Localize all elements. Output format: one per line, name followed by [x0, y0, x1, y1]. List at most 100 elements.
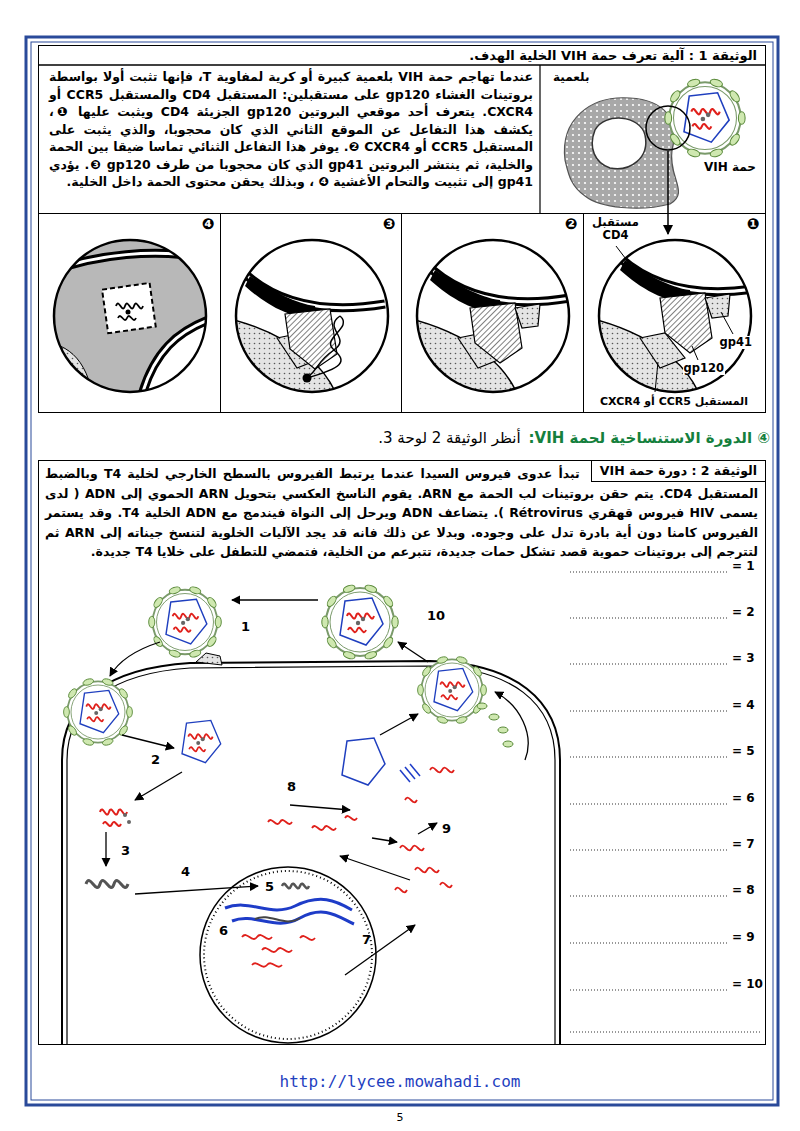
virus-drawing	[342, 738, 385, 785]
leader-line	[721, 312, 733, 334]
budding-envelope	[477, 703, 513, 747]
virus-drawing	[665, 78, 745, 158]
step-number: 6	[219, 923, 228, 938]
cycle-arrow	[345, 925, 415, 975]
answer-line	[570, 756, 728, 757]
virus-drawing	[418, 656, 487, 725]
virus-drawing	[182, 720, 221, 762]
answer-label: = 6	[732, 791, 755, 805]
zoom-panel-3	[227, 240, 388, 408]
answer-line	[570, 849, 728, 850]
zoom-panel-2	[425, 263, 570, 363]
zoom-panel-3	[240, 269, 385, 369]
zoom-arrow	[667, 151, 669, 234]
virus-drawing	[322, 584, 398, 660]
answer-line	[570, 942, 728, 943]
cycle-arrow	[135, 772, 182, 800]
dna-strands	[282, 884, 309, 889]
document-paragraph: عندما تهاجم حمة VIH بلعمية كبيرة أو كرية…	[49, 68, 533, 191]
answer-line	[570, 617, 728, 618]
panel-number: ❸	[383, 216, 396, 233]
zoom-circle	[646, 106, 690, 150]
cycle-arrow	[290, 805, 350, 810]
doc1-rules	[38, 64, 766, 66]
budding-envelope	[489, 714, 499, 720]
answer-line	[570, 803, 728, 804]
zoom-panel-4	[138, 316, 220, 411]
answer-label: = 2	[732, 605, 755, 619]
dna-strands	[232, 912, 354, 924]
t4-cell-membrane	[62, 661, 560, 1044]
cycle-arrow	[418, 823, 437, 834]
dna-strands	[255, 917, 300, 921]
page-border	[26, 37, 778, 1105]
section-note: أنظر الوثيقة 2 لوحة 3.	[378, 429, 520, 447]
part-label: gp41	[719, 336, 753, 349]
answer-label: = 10	[732, 977, 763, 991]
rna-strands	[395, 768, 454, 893]
cycle-arrow	[398, 642, 428, 662]
zoom-panel: ❶مستقبل CD4gp41gp120المستقبل CCR5 أو CXC…	[583, 213, 766, 413]
budding-envelope	[477, 703, 487, 709]
answer-label: = 4	[732, 698, 755, 712]
zoom-panel-4	[40, 226, 220, 411]
panel-number: ❹	[202, 216, 215, 233]
part-label: بلعمية	[553, 70, 589, 84]
part-label: مستقبل CD4	[587, 216, 645, 242]
answer-label: = 7	[732, 837, 755, 851]
document-frame: الوثيقة 1 : آلية تعرف حمة VIH الخلية اله…	[38, 45, 766, 413]
rna-strands	[268, 816, 357, 830]
leader-line	[616, 246, 733, 392]
document-paragraph: تبدأ عدوى فيروس السيدا عندما يرتبط الفير…	[45, 464, 758, 562]
zoom-panel-1	[615, 253, 760, 353]
step-number: 1	[241, 619, 250, 634]
zoom-panel-4	[116, 303, 143, 320]
panel-number: ❷	[565, 216, 578, 233]
cycle-arrow	[495, 692, 528, 760]
zoom-panel-4	[40, 341, 95, 411]
leader-line	[692, 346, 698, 360]
budding-envelope	[503, 741, 513, 747]
answer-label: = 9	[732, 930, 755, 944]
zoom-panel-4	[40, 226, 220, 411]
cycle-arrow	[110, 642, 160, 676]
zoom-panel-4	[138, 316, 220, 411]
answer-label: = 3	[732, 651, 755, 665]
page-border	[31, 42, 773, 1100]
capsid-proteins	[410, 764, 420, 776]
document-title: الوثيقة 2 : دورة حمة VIH	[591, 461, 765, 482]
zoom-panel-3	[240, 269, 385, 369]
zoom-panel-4	[40, 226, 220, 411]
cycle-arrow	[106, 600, 528, 975]
step-number: 2	[151, 752, 160, 767]
virus-drawing	[64, 678, 133, 747]
budding-envelope	[498, 727, 508, 733]
panel-number: ❶	[747, 216, 760, 233]
part-label: المستقبل CCR5 أو CXCR4	[584, 395, 765, 408]
zoom-panel-3	[303, 374, 312, 383]
virus-drawing	[149, 586, 222, 659]
zoom-panel-3	[307, 316, 343, 378]
doc1-rules	[38, 65, 766, 213]
phagocyte-drawing	[564, 98, 678, 208]
answer-label: = 8	[732, 883, 755, 897]
zoom-panel-2	[425, 263, 570, 363]
answer-line	[570, 989, 728, 990]
zoom-panel: ❷	[401, 213, 584, 413]
website-url: http://lycee.mowahadi.com	[0, 1072, 800, 1091]
document-title: الوثيقة 1 : آلية تعرف حمة VIH الخلية اله…	[469, 48, 757, 64]
dna-strands	[86, 881, 128, 888]
step-number: 9	[442, 821, 451, 836]
rna-strands	[100, 768, 454, 967]
t4-cell-membrane	[67, 666, 555, 1044]
cycle-arrow	[380, 714, 418, 735]
zoom-panel-4	[102, 283, 156, 333]
cycle-arrow	[105, 832, 106, 866]
answer-line	[570, 710, 728, 711]
section-heading: ④ الدورة الاستنساخية لحمة VIH:	[529, 429, 770, 447]
phagocyte-drawing	[564, 98, 678, 208]
answer-label: = 1	[732, 559, 755, 573]
t4-cell-membrane	[62, 661, 560, 1044]
answer-line	[570, 572, 760, 1032]
